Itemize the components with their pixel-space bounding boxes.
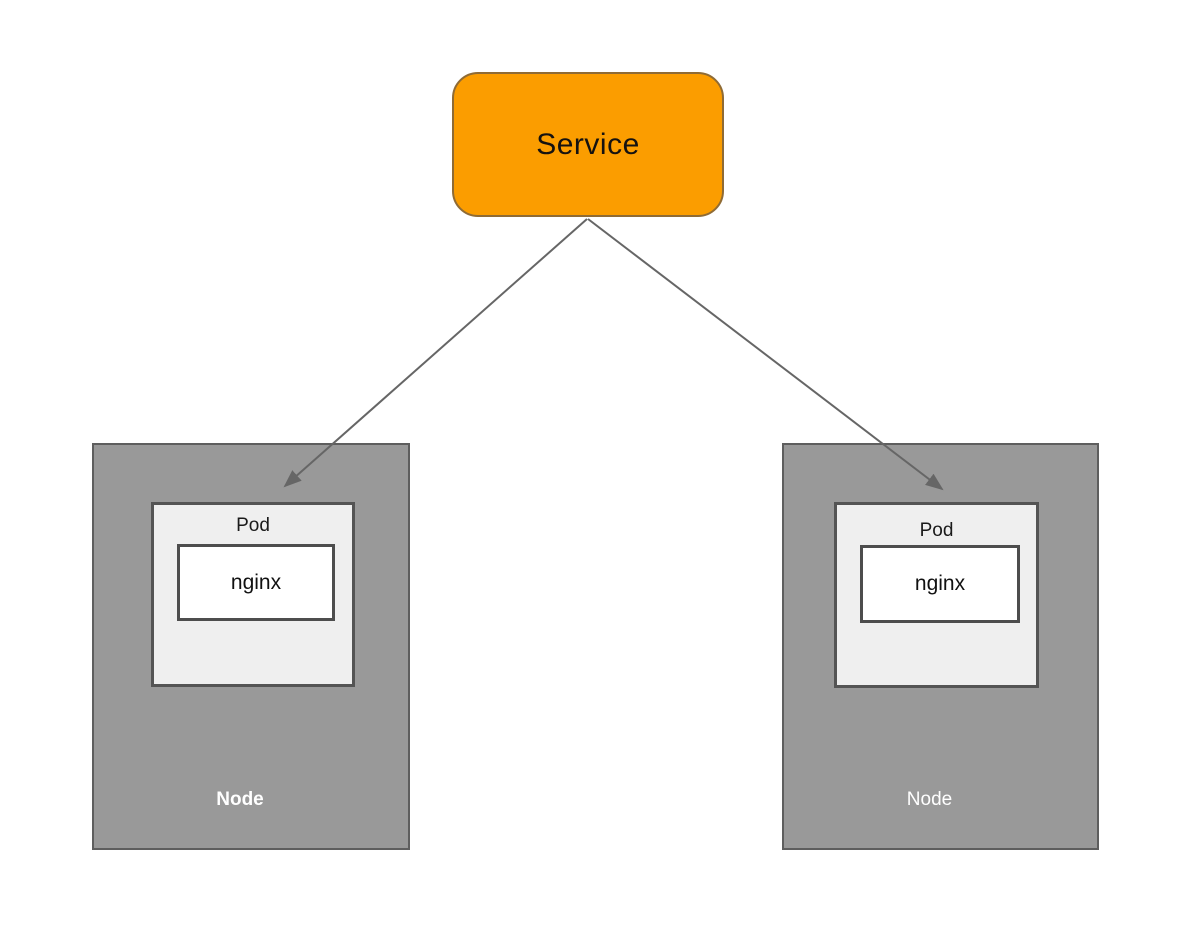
pod-box-right: Pod nginx xyxy=(834,502,1039,688)
container-box-nginx: nginx xyxy=(177,544,335,621)
container-box-nginx: nginx xyxy=(860,545,1020,623)
container-label: nginx xyxy=(230,570,282,594)
node-label: Node xyxy=(216,789,264,810)
node-label: Node xyxy=(906,789,953,810)
pod-label: Pod xyxy=(236,515,270,536)
node-box-left: Pod nginx Node xyxy=(92,443,410,850)
pod-label: Pod xyxy=(919,520,954,541)
service-box: Service xyxy=(452,72,724,217)
service-label: Service xyxy=(536,127,640,161)
node-box-right: Pod nginx Node xyxy=(782,443,1099,850)
container-label: nginx xyxy=(914,572,966,595)
pod-box-left: Pod nginx xyxy=(151,502,355,687)
